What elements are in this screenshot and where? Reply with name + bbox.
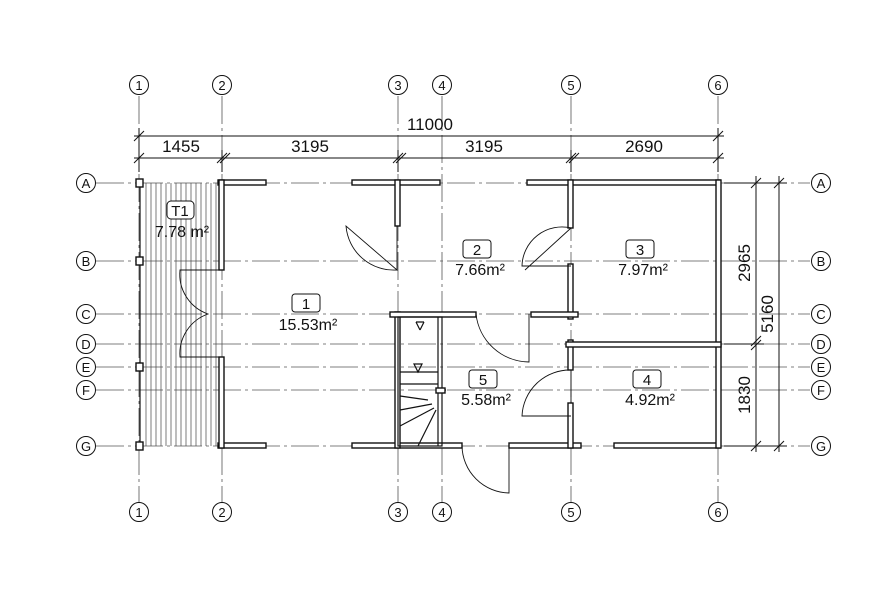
- axis-marker-row-g-left: G: [76, 436, 96, 456]
- axis-label: 6: [714, 505, 721, 520]
- axis-label: 6: [714, 78, 721, 93]
- dimension-text: 1830: [735, 376, 754, 414]
- axis-label: A: [82, 176, 91, 191]
- room-area: 7.78 m²: [155, 224, 210, 241]
- axis-label: A: [817, 176, 826, 191]
- dimension-text: 2690: [625, 137, 663, 156]
- door-entrance: [461, 445, 510, 494]
- axis-label: E: [817, 360, 826, 375]
- room-area: 7.97m²: [618, 262, 668, 279]
- dimension-text: 3195: [465, 137, 503, 156]
- axis-label: 2: [218, 78, 225, 93]
- room-area: 7.66m²: [455, 262, 505, 279]
- axis-marker-row-f-left: F: [76, 380, 96, 400]
- axis-marker-col-5-bottom: 5: [561, 502, 581, 522]
- row-markers-right: A B C D E F G: [811, 173, 831, 456]
- axis-marker-col-3-bottom: 3: [388, 502, 408, 522]
- room-2-tag: 2 7.66m²: [455, 239, 506, 279]
- room-number: 3: [636, 242, 644, 259]
- axis-label: C: [81, 307, 90, 322]
- axis-marker-col-6-top: 6: [708, 75, 728, 95]
- axis-label: B: [82, 254, 91, 269]
- column-markers-top: 1 2 3 4 5 6: [129, 75, 728, 95]
- dimension-text: 11000: [407, 115, 453, 134]
- room-t1-tag: T1 7.78 m²: [155, 200, 210, 241]
- door-room-3: [521, 226, 572, 271]
- axis-label: 1: [135, 78, 142, 93]
- axis-marker-row-b-left: B: [76, 251, 96, 271]
- dimension-overall-width: 11000: [133, 115, 724, 172]
- row-gridlines: [96, 182, 810, 447]
- room-area: 15.53m²: [279, 317, 338, 334]
- axis-marker-row-c-right: C: [811, 304, 831, 324]
- staircase: [399, 321, 446, 447]
- door-terrace: [179, 269, 222, 358]
- axis-label: C: [816, 307, 825, 322]
- axis-label: 4: [438, 78, 445, 93]
- room-number: 2: [473, 242, 481, 259]
- door-room-4: [521, 369, 572, 417]
- axis-label: 2: [218, 505, 225, 520]
- axis-label: 3: [394, 78, 401, 93]
- axis-marker-col-4-top: 4: [432, 75, 452, 95]
- column-markers-bottom: 1 2 3 4 5 6: [129, 502, 728, 522]
- axis-marker-row-b-right: B: [811, 251, 831, 271]
- doors: [179, 224, 572, 494]
- axis-label: D: [81, 337, 90, 352]
- axis-label: G: [816, 439, 826, 454]
- room-3-tag: 3 7.97m²: [618, 239, 669, 279]
- room-number: 4: [643, 372, 651, 389]
- axis-marker-col-2-bottom: 2: [212, 502, 232, 522]
- dimension-text: 3195: [291, 137, 329, 156]
- dimension-text: 2965: [735, 244, 754, 282]
- axis-marker-row-f-right: F: [811, 380, 831, 400]
- axis-marker-col-6-bottom: 6: [708, 502, 728, 522]
- room-1-tag: 1 15.53m²: [279, 293, 338, 334]
- door-room-2-west: [345, 224, 398, 271]
- axis-label: 4: [438, 505, 445, 520]
- axis-marker-col-4-bottom: 4: [432, 502, 452, 522]
- axis-label: 5: [567, 78, 574, 93]
- door-room-2-south: [475, 313, 530, 363]
- axis-label: 1: [135, 505, 142, 520]
- room-5-tag: 5 5.58m²: [461, 369, 512, 409]
- axis-marker-row-d-left: D: [76, 334, 96, 354]
- axis-marker-row-d-right: D: [811, 334, 831, 354]
- axis-marker-row-e-left: E: [76, 357, 96, 377]
- dimension-text: 5160: [758, 295, 777, 333]
- room-number: 1: [302, 296, 310, 313]
- axis-marker-col-2-top: 2: [212, 75, 232, 95]
- dimension-text: 1455: [162, 137, 200, 156]
- row-markers-left: A B C D E F G: [76, 173, 96, 456]
- axis-marker-col-5-top: 5: [561, 75, 581, 95]
- room-area: 4.92m²: [625, 392, 675, 409]
- axis-marker-col-1-bottom: 1: [129, 502, 149, 522]
- axis-label: B: [817, 254, 826, 269]
- axis-marker-col-3-top: 3: [388, 75, 408, 95]
- room-4-tag: 4 4.92m²: [625, 369, 676, 409]
- axis-label: 5: [567, 505, 574, 520]
- room-number: T1: [171, 203, 189, 220]
- axis-label: E: [82, 360, 91, 375]
- axis-marker-row-g-right: G: [811, 436, 831, 456]
- axis-marker-row-c-left: C: [76, 304, 96, 324]
- axis-marker-row-e-right: E: [811, 357, 831, 377]
- dimension-bays: 1455 3195 3195 2690: [133, 137, 724, 172]
- axis-label: 3: [394, 505, 401, 520]
- axis-marker-col-1-top: 1: [129, 75, 149, 95]
- dimension-depth-parts: 2965 1830: [724, 176, 764, 452]
- dimension-overall-depth: 5160: [758, 176, 787, 452]
- axis-label: D: [816, 337, 825, 352]
- terrace-decking: [135, 178, 217, 451]
- axis-label: G: [81, 439, 91, 454]
- axis-label: F: [817, 383, 825, 398]
- axis-label: F: [82, 383, 90, 398]
- axis-marker-row-a-left: A: [76, 173, 96, 193]
- room-area: 5.58m²: [461, 392, 511, 409]
- axis-marker-row-a-right: A: [811, 173, 831, 193]
- room-number: 5: [479, 372, 487, 389]
